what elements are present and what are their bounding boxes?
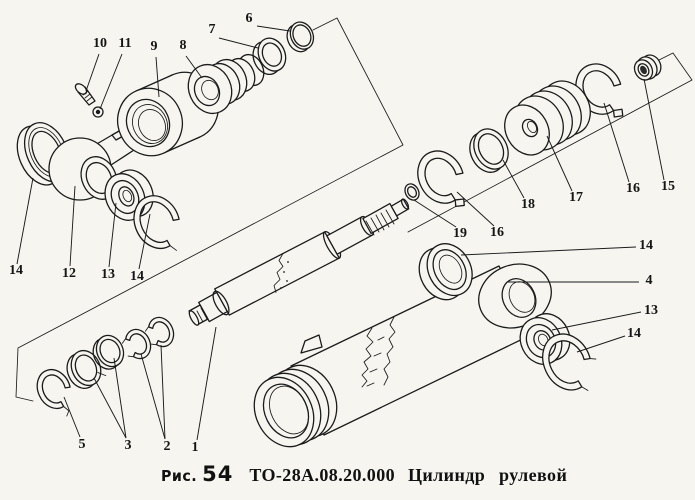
callout-label-15: 15: [661, 179, 675, 194]
leader-1: [196, 326, 217, 441]
leader-10: [85, 53, 100, 92]
callout-label-18: 18: [521, 197, 535, 212]
callout-label-14a: 14: [9, 263, 23, 278]
figure-caption-label: Рис.: [160, 467, 198, 485]
leader-14-snap-left: [138, 213, 151, 270]
callout-label-7: 7: [209, 22, 216, 37]
callout-label-16b: 16: [626, 181, 640, 196]
part-13-bearing-right: [519, 313, 571, 365]
part-9-nut: [117, 71, 219, 157]
leader-16-right: [603, 102, 630, 183]
callout-label-8: 8: [180, 38, 187, 53]
figure-caption: Рис. 54 ТО-28А.08.20.000 Цилиндр рулевой: [160, 462, 567, 486]
leader-9: [155, 56, 160, 98]
callout-label-1: 1: [192, 440, 199, 455]
callout-label-16a: 16: [490, 225, 504, 240]
callout-label-14b: 14: [130, 269, 144, 284]
part-6-oring: [286, 21, 315, 53]
callout-label-2: 2: [164, 439, 171, 454]
frame-line-head-group: [15, 17, 404, 402]
part-17-piston: [504, 80, 591, 156]
leader-17: [546, 135, 573, 192]
leader-14-rod: [460, 246, 637, 256]
leader-8: [185, 55, 203, 79]
part-15-nut: [633, 54, 662, 81]
part-2-bushing-half-b: [144, 316, 175, 348]
part-12-rod-end-housing: [48, 129, 135, 201]
part-18-oring: [469, 128, 509, 173]
leader-7: [218, 37, 259, 49]
callout-labels: 6 7 8 9 10 11 14 12 13 14 5 3 2 1 19 16 …: [9, 11, 675, 455]
leader-6: [256, 25, 291, 32]
part-1-piston-rod: [188, 198, 410, 326]
callout-label-13b: 13: [644, 303, 658, 318]
figure-caption-code: ТО-28А.08.20.000: [249, 465, 395, 485]
callout-label-12: 12: [62, 266, 76, 281]
leader-3b: [113, 357, 127, 439]
leader-2b: [160, 344, 166, 440]
leader-3a: [93, 377, 127, 439]
part-3-ring-b: [92, 334, 125, 370]
callout-label-17: 17: [569, 190, 583, 205]
leader-16-left: [456, 191, 495, 227]
leader-13-left: [108, 202, 117, 268]
leader-14-snap-right: [576, 335, 626, 353]
callout-label-3: 3: [125, 438, 132, 453]
callout-label-6: 6: [246, 11, 253, 26]
leader-18: [502, 159, 525, 199]
leader-11: [99, 53, 123, 110]
callout-label-11: 11: [118, 36, 131, 51]
leader-2a: [140, 353, 166, 440]
callout-label-14c: 14: [639, 238, 653, 253]
callout-label-14d: 14: [627, 326, 641, 341]
leader-lines: [16, 25, 665, 441]
leader-19: [413, 199, 457, 228]
part-4-cylinder-body: [253, 263, 552, 448]
frame-line-piston-group: [407, 52, 693, 233]
part-8-gland: [187, 53, 265, 115]
leader-12: [69, 185, 76, 267]
leader-5: [63, 396, 81, 438]
part-11-washer: [92, 106, 104, 118]
callout-label-4: 4: [646, 273, 653, 288]
part-2-bushing-half-a: [121, 328, 152, 360]
callout-label-13a: 13: [101, 267, 115, 282]
leader-14-seal-left: [16, 177, 34, 265]
callout-label-10: 10: [93, 36, 107, 51]
part-5-snap-ring: [36, 368, 71, 417]
part-16-half-ring-left: [417, 150, 465, 208]
leader-15: [643, 78, 665, 181]
callout-label-19: 19: [453, 226, 467, 241]
leader-13-right: [551, 311, 642, 331]
part-7-ring: [252, 37, 287, 76]
figure-caption-number: 54: [202, 462, 234, 486]
part-19-oring: [404, 183, 420, 201]
part-14-ring-rod-exit: [418, 243, 473, 301]
callout-label-9: 9: [151, 39, 158, 54]
part-3-ring-a: [66, 349, 107, 389]
callout-label-5: 5: [79, 437, 86, 452]
part-14-snap-ring-right: [542, 333, 597, 391]
figure-caption-title: Цилиндр рулевой: [408, 465, 568, 485]
part-10-screw: [74, 83, 96, 106]
